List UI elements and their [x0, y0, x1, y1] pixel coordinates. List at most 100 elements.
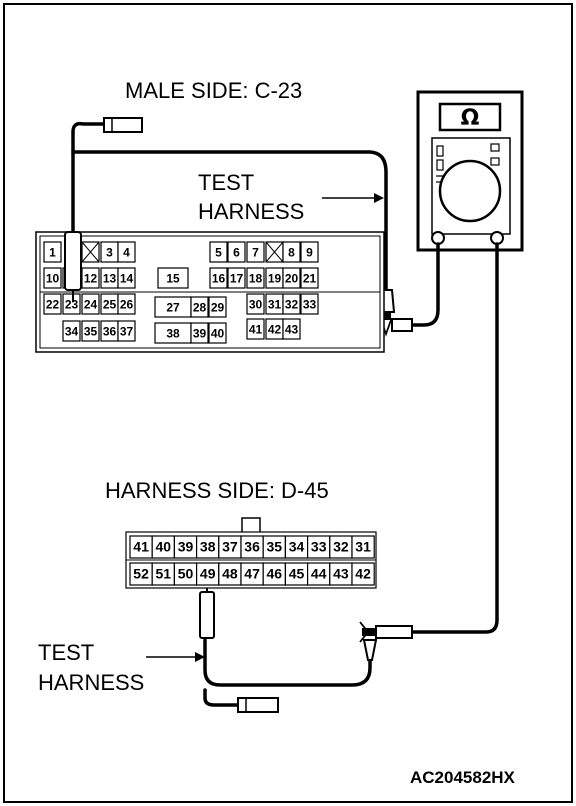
- c23-pin: 1: [43, 241, 62, 263]
- c23-pin-label: 10: [46, 272, 60, 286]
- c23-pin: 8: [282, 241, 301, 263]
- d45-pin: 45: [284, 562, 309, 586]
- d45-pin: 39: [173, 535, 198, 559]
- d45-pin: 47: [240, 562, 264, 586]
- c23-pin: 29: [208, 296, 227, 318]
- c23-blank-pin: [81, 241, 100, 263]
- c23-pin-label: 15: [166, 272, 180, 286]
- c23-pin-label: 41: [249, 323, 263, 337]
- harness-label-bottom: HARNESS: [38, 670, 144, 695]
- d45-pin-label: 43: [333, 566, 349, 582]
- d45-pin: 49: [196, 562, 220, 586]
- c23-pin: 17: [227, 267, 246, 289]
- c23-pin-label: 27: [166, 301, 180, 315]
- c23-pin: 36: [100, 320, 119, 342]
- c23-pin: 20: [282, 267, 301, 289]
- c23-pin: 4: [117, 241, 136, 263]
- c23-pin-label: 23: [65, 298, 79, 312]
- d45-pin-label: 44: [311, 566, 327, 582]
- c23-pin-label: 32: [285, 298, 299, 312]
- male-side-label: MALE SIDE: C-23: [125, 78, 302, 103]
- ohm-jack: [490, 231, 504, 245]
- c23-pin-label: 28: [193, 301, 207, 315]
- d45-pin-label: 50: [178, 566, 194, 582]
- c23-pin: 16: [209, 267, 228, 289]
- c23-pin-label: 40: [211, 327, 225, 341]
- d45-pin-label: 48: [222, 566, 238, 582]
- c23-pin: 27: [154, 296, 192, 318]
- d45-pin: 51: [151, 562, 175, 586]
- arrow-top: [322, 193, 384, 203]
- multimeter-display: [438, 102, 502, 132]
- c23-pin-label: 17: [230, 272, 244, 286]
- c23-pin-label: 8: [288, 246, 295, 260]
- d45-pin: 50: [173, 562, 198, 586]
- c23-pin-label: 43: [285, 323, 299, 337]
- c23-pin-label: 1: [49, 246, 56, 260]
- c23-pin-label: 24: [84, 298, 98, 312]
- c23-pin-label: 16: [212, 272, 226, 286]
- c23-pin-label: 20: [285, 272, 299, 286]
- c23-pin: 35: [81, 320, 100, 342]
- c23-pin-label: 5: [215, 246, 222, 260]
- c23-pin: 24: [81, 293, 100, 315]
- c23-pin: 37: [117, 320, 136, 342]
- c23-pin: 43: [282, 318, 301, 340]
- c23-pin-label: 38: [166, 327, 180, 341]
- c23-pin: 32: [282, 293, 301, 315]
- c23-pin: 34: [62, 320, 81, 342]
- c23-pin: 3: [100, 241, 119, 263]
- c23-pin: 5: [209, 241, 228, 263]
- d45-pin: 46: [262, 562, 287, 586]
- c23-pin: 7: [246, 241, 265, 263]
- c23-pin: 12: [81, 267, 100, 289]
- c23-pin: 28: [190, 296, 209, 318]
- c23-pin-label: 37: [120, 325, 134, 339]
- c23-pin-label: 12: [84, 272, 98, 286]
- d45-pin-label: 36: [244, 539, 260, 555]
- bottom-harness-terminal: [237, 697, 279, 713]
- d45-pin: 41: [129, 535, 153, 559]
- d45-pin-label: 51: [156, 566, 172, 582]
- d45-pin: 34: [284, 535, 309, 559]
- d45-pin-label: 34: [289, 539, 305, 555]
- d45-pin: 48: [218, 562, 242, 586]
- d45-pin-label: 33: [311, 539, 327, 555]
- c23-pin: 39: [190, 322, 209, 344]
- c23-pin: 31: [265, 293, 284, 315]
- harness-label-top: HARNESS: [198, 199, 304, 224]
- c23-pin-label: 14: [120, 272, 134, 286]
- c23-pin: 41: [246, 318, 265, 340]
- d45-pin-label: 52: [133, 566, 149, 582]
- c23-pin: 42: [265, 318, 284, 340]
- d45-pin: 31: [351, 535, 375, 559]
- com-jack: [431, 231, 445, 245]
- c23-pin-label: 22: [46, 298, 60, 312]
- d45-pin: 38: [196, 535, 220, 559]
- c23-pin: 30: [246, 293, 265, 315]
- harness-side-label: HARNESS SIDE: D-45: [105, 478, 329, 503]
- c23-pin: 9: [300, 241, 319, 263]
- c23-pin-label: 25: [103, 298, 117, 312]
- c23-pin-label: 34: [65, 325, 79, 339]
- d45-pin-label: 40: [156, 539, 172, 555]
- d45-pin-label: 46: [267, 566, 283, 582]
- c23-pin: 10: [43, 267, 62, 289]
- arrow-bottom: [146, 652, 205, 662]
- c23-pin-label: 39: [193, 327, 207, 341]
- top-pin-probe: [64, 231, 82, 302]
- multimeter: Ω: [416, 90, 524, 252]
- d45-pin: 36: [240, 535, 264, 559]
- c23-pin-label: 36: [103, 325, 117, 339]
- c23-pin: 14: [117, 267, 136, 289]
- ohm-symbol: Ω: [461, 106, 480, 131]
- c23-pin: 33: [300, 293, 319, 315]
- figure-code: AC204582HX: [410, 768, 516, 787]
- d45-pin: 42: [351, 562, 375, 586]
- top-harness-terminal: [103, 117, 143, 133]
- c23-pin-label: 42: [268, 323, 282, 337]
- d45-pin-label: 42: [355, 566, 371, 582]
- c23-pin: 21: [300, 267, 319, 289]
- test-label-bottom: TEST: [38, 640, 94, 665]
